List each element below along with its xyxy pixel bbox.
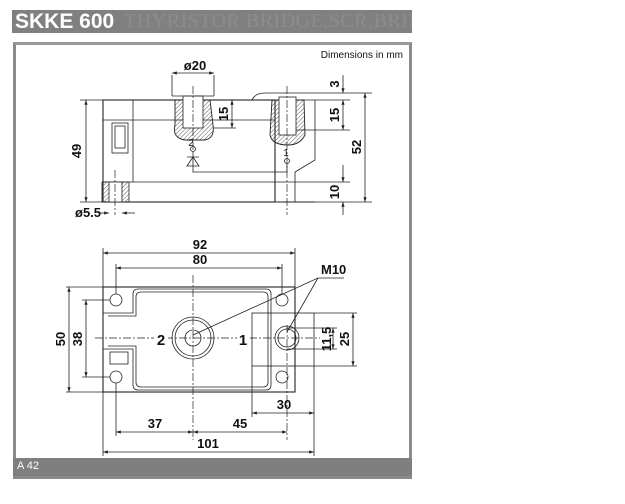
terminal-1-label: 1 [239,332,247,349]
dim-45: 45 [233,416,247,431]
product-title: SKKE 600 [15,10,115,33]
page-label: A 42 [17,460,40,472]
dim-80: 80 [193,252,207,267]
dim-11-5: 11,5 [319,327,334,352]
dim-10: 10 [327,185,342,199]
thread-label-m10: M10 [321,262,346,277]
side-view: 2 1 ø20 49 15 3 15 52 10 ø5.5 [69,58,372,220]
page-header: SKKE 600 THYRISTOR BRIDGE,SCR,BRIDGE [12,10,412,33]
top-view: 2 1 M10 92 80 50 38 25 11,5 30 37 45 101 [53,237,357,456]
units-note: Dimensions in mm [321,50,403,61]
pin-2-label: 2 [188,138,194,149]
dim-dia-5-5: ø5.5 [75,205,101,220]
dim-37: 37 [148,416,162,431]
mounting-holes [109,293,289,384]
dim-92: 92 [193,237,207,252]
terminal-2-label: 2 [157,332,165,349]
dim-49: 49 [69,144,84,158]
dim-15-right: 15 [327,108,342,122]
watermark: THYRISTOR BRIDGE,SCR,BRIDGE [124,10,412,32]
dim-15-left: 15 [216,107,231,121]
dim-50: 50 [53,332,68,346]
dim-30: 30 [277,397,291,412]
drawing-frame [13,42,412,479]
dim-52: 52 [349,140,364,154]
dim-dia-20: ø20 [184,58,206,73]
dim-38: 38 [70,332,85,346]
dim-3: 3 [327,80,342,87]
pin-1-label: 1 [283,148,289,159]
footer-bar: A 42 [13,458,412,476]
dim-25: 25 [337,332,352,346]
dim-101: 101 [197,436,219,451]
